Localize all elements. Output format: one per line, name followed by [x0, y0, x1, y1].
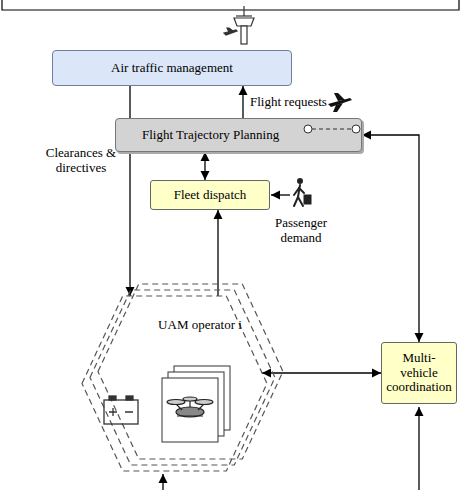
drawing-part	[298, 185, 300, 197]
process-box: Multi-vehicle coordination	[381, 342, 457, 404]
drawing-part	[241, 26, 247, 44]
drawing-part	[126, 396, 133, 400]
drawing-part	[167, 400, 185, 405]
drawing-part	[234, 18, 254, 26]
drawing-part	[294, 188, 299, 195]
process-box: Air traffic management	[52, 50, 292, 86]
drawing-part	[109, 408, 133, 416]
drawing-part	[271, 194, 290, 195]
text-group: Fleet dispatch	[174, 188, 247, 203]
text-group: UAM operator i	[144, 318, 256, 333]
airplane-icon	[328, 93, 352, 112]
drawing-part	[236, 15, 252, 16]
drawing-part	[294, 197, 298, 206]
process-box: Flight Trajectory Planning	[115, 118, 362, 152]
node-label: Air traffic management	[111, 61, 233, 76]
drawing-part	[334, 93, 345, 101]
waypoint	[352, 125, 360, 133]
connector-arrow	[362, 135, 419, 342]
drawing-part	[2, 0, 459, 10]
operator-hexagon: UAM operator i	[82, 296, 267, 471]
node-label: Flight Trajectory Planning	[142, 128, 279, 143]
drawing-part	[243, 6, 244, 16]
drawing-part	[183, 397, 197, 401]
drawing-part	[195, 400, 213, 405]
text-group: Multi-vehicle coordination	[385, 351, 453, 396]
edge-label: Clearances & directives	[40, 146, 122, 176]
drawing-part	[224, 28, 237, 35]
connector-arrow	[204, 152, 205, 180]
text-group: Flight Trajectory Planning	[116, 128, 279, 143]
node-label: Multi-vehicle coordination	[385, 351, 453, 396]
drawing-part	[299, 188, 304, 193]
hexagon-outline	[90, 290, 275, 465]
input-label: Passenger demand	[266, 216, 336, 246]
drawing-part	[297, 178, 303, 184]
drawing-part	[418, 407, 419, 490]
drawing-part	[162, 474, 163, 490]
connector-arrow	[262, 372, 381, 373]
vehicle-card	[162, 378, 218, 442]
top-frame	[2, 0, 459, 10]
node-label: UAM operator i	[144, 318, 256, 333]
drawing-part	[104, 400, 138, 424]
connector-arrow	[217, 210, 218, 296]
waypoint	[304, 125, 312, 133]
process-box: Fleet dispatch	[150, 180, 270, 210]
evtol-icon	[167, 397, 213, 417]
drawing-part	[333, 103, 343, 112]
drawing-part	[298, 197, 303, 206]
edge-label: Flight requests	[250, 95, 327, 110]
hexagon-outline	[82, 296, 267, 471]
battery-icon	[104, 396, 138, 424]
tower-icon	[224, 6, 254, 44]
text-group: Air traffic management	[111, 61, 233, 76]
drawing-part	[304, 195, 311, 204]
passenger-icon	[294, 178, 311, 206]
node-label: Fleet dispatch	[174, 188, 247, 203]
drawing-part	[109, 396, 116, 400]
vehicle-cards	[162, 366, 230, 442]
connector-arrow	[242, 86, 243, 118]
hexagon-outline	[98, 284, 283, 459]
trajectory-line	[312, 128, 352, 129]
